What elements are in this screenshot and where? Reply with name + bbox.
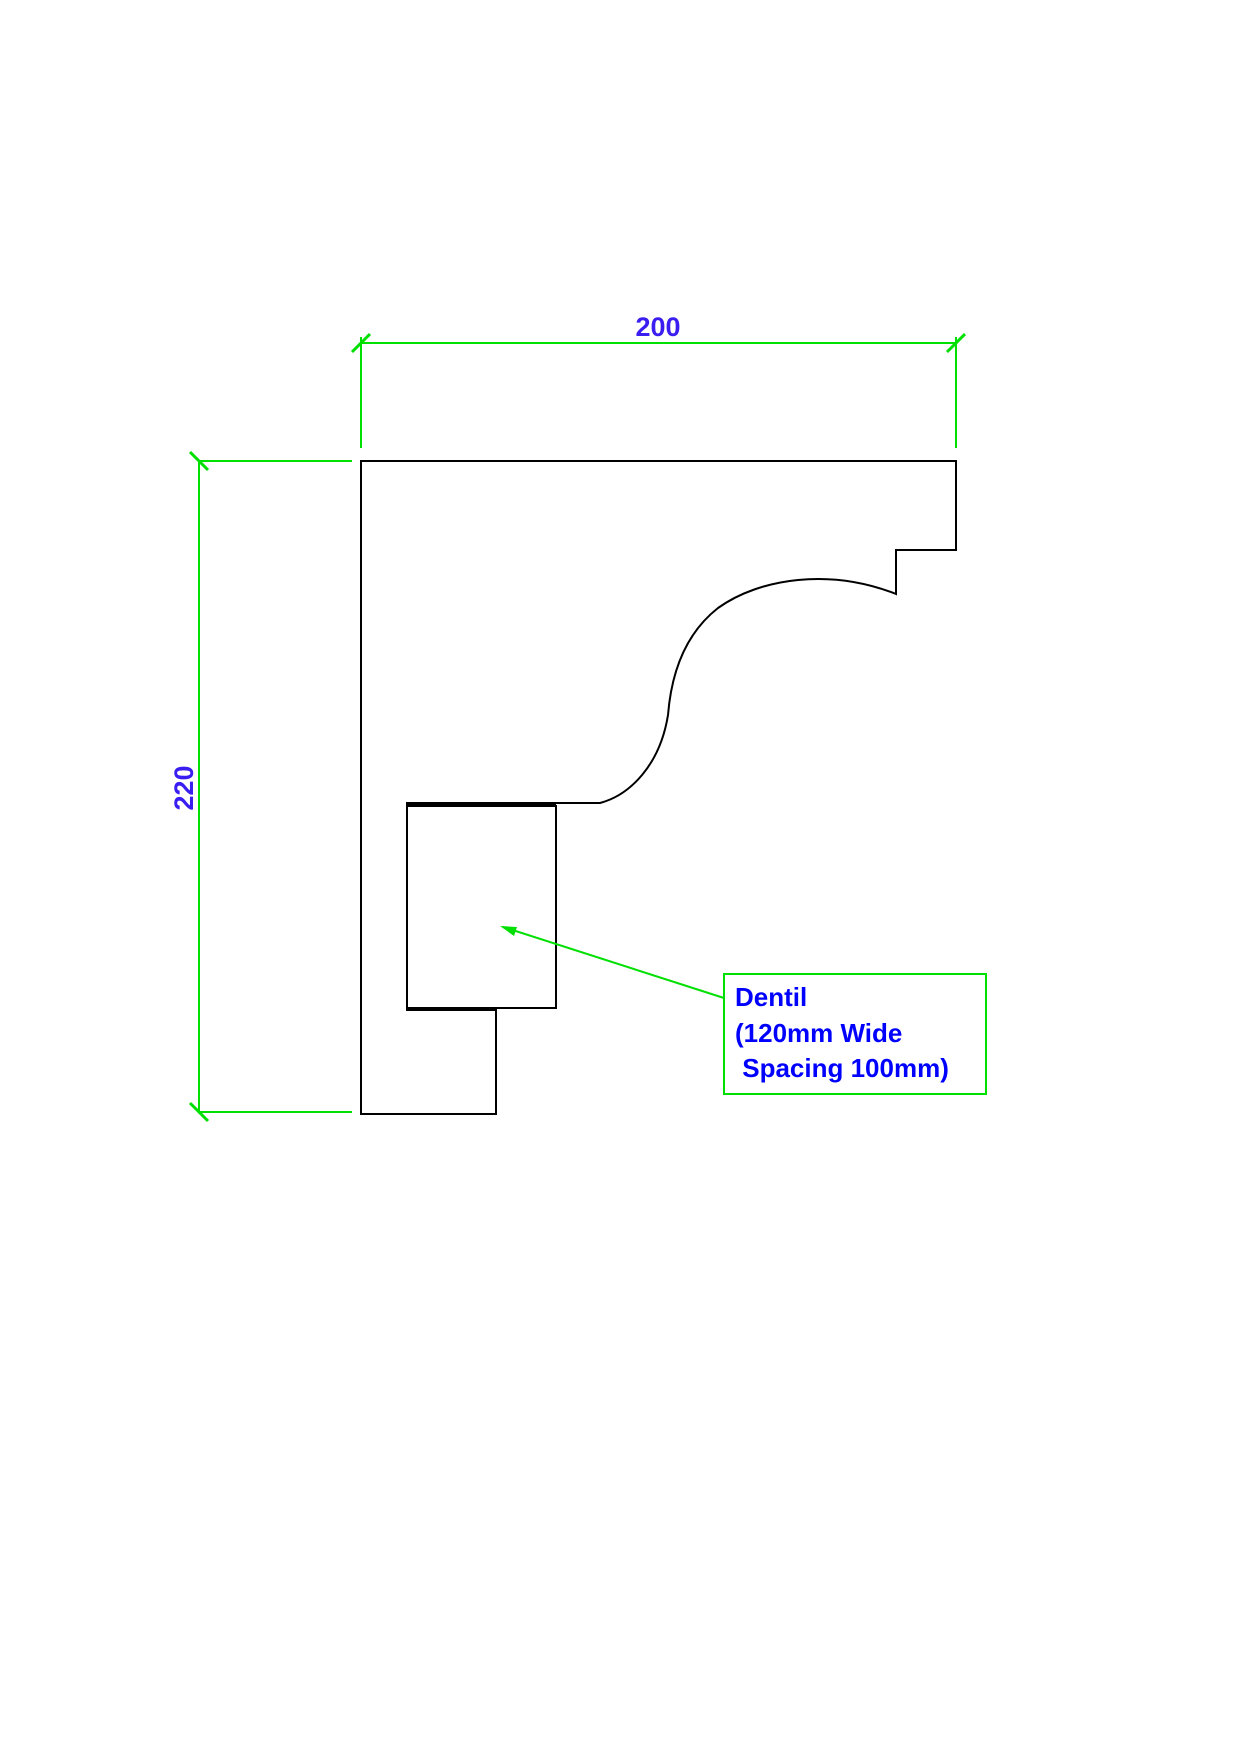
- annotation-box: [723, 973, 987, 1095]
- dentil-block: [406, 805, 557, 1009]
- annotation-line-2: (120mm Wide: [735, 1018, 902, 1048]
- width-dimension-label: 200: [635, 312, 680, 342]
- leader-line: [502, 926, 725, 999]
- height-tick-top: [188, 450, 210, 472]
- width-tick-right: [945, 332, 967, 354]
- height-dimension: 220: [169, 450, 352, 1123]
- leader-arrowhead: [500, 926, 517, 936]
- height-dimension-label: 220: [169, 765, 199, 810]
- annotation-line-3: Spacing 100mm): [735, 1053, 949, 1083]
- annotation-line-1: Dentil: [735, 982, 807, 1012]
- height-tick-bottom: [188, 1101, 210, 1123]
- width-tick-left: [350, 332, 372, 354]
- cornice-profile-outline: [360, 460, 957, 1115]
- dentil-leader: [500, 926, 725, 999]
- dentil-annotation: Dentil (120mm Wide Spacing 100mm): [723, 973, 987, 1095]
- width-dimension: 200: [350, 312, 967, 448]
